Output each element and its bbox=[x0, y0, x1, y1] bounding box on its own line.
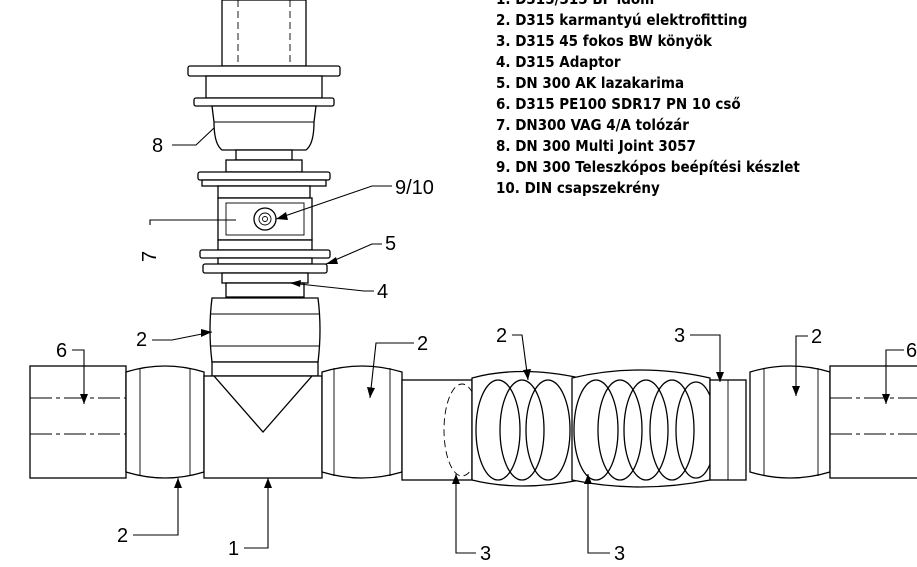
pipe-left bbox=[29, 365, 127, 479]
callout-4: 4 bbox=[377, 281, 388, 303]
loose-flange bbox=[202, 263, 328, 274]
legend-item-2: 2. D315 karmantyú elektrofitting bbox=[496, 11, 747, 29]
top-flange bbox=[187, 65, 341, 77]
leader-lines bbox=[72, 127, 904, 554]
callout-3-bottom-right: 3 bbox=[614, 543, 625, 565]
legend-item-10: 10. DIN csapszekrény bbox=[496, 179, 660, 197]
legend-item-3: 3. D315 45 fokos BW könyök bbox=[496, 32, 713, 50]
callout-6-right: 6 bbox=[906, 340, 917, 362]
tee bbox=[203, 375, 323, 479]
vertical-branch bbox=[187, 0, 341, 377]
telescopic-stem bbox=[221, 0, 307, 67]
bend-section bbox=[471, 369, 717, 488]
callout-labels: 8 9/10 7 5 4 2 6 2 2 1 2 3 2 6 3 3 bbox=[56, 135, 917, 565]
callout-2-vertical-coupler: 2 bbox=[136, 329, 147, 351]
callout-3-top: 3 bbox=[674, 325, 685, 347]
parts-legend: 1. D315/315 BF idom 2. D315 karmantyú el… bbox=[496, 0, 800, 197]
adaptor bbox=[221, 272, 309, 284]
vertical-coupler bbox=[209, 297, 321, 363]
pipe-right bbox=[829, 365, 917, 479]
callout-7: 7 bbox=[139, 251, 161, 262]
callout-2-top-mid: 2 bbox=[417, 333, 428, 355]
elbow-1 bbox=[401, 379, 473, 481]
legend-item-7: 7. DN300 VAG 4/A tolózár bbox=[496, 116, 689, 134]
legend-item-9: 9. DN 300 Teleszkópos beépítési készlet bbox=[496, 158, 800, 176]
callout-3-bottom-left: 3 bbox=[480, 543, 491, 565]
callout-5: 5 bbox=[385, 233, 396, 255]
callout-2-right: 2 bbox=[811, 326, 822, 348]
callout-6-left: 6 bbox=[56, 340, 67, 362]
legend-item-1: 1. D315/315 BF idom bbox=[496, 0, 654, 8]
coupler-left bbox=[125, 365, 205, 479]
legend-item-6: 6. D315 PE100 SDR17 PN 10 cső bbox=[496, 95, 741, 113]
callout-1: 1 bbox=[228, 538, 239, 560]
legend-item-5: 5. DN 300 AK lazakarima bbox=[496, 74, 684, 92]
main-pipeline bbox=[29, 365, 917, 488]
flange-hub bbox=[205, 75, 323, 99]
valve-spindle bbox=[253, 207, 277, 231]
callout-9-10: 9/10 bbox=[395, 177, 434, 199]
callout-8: 8 bbox=[152, 135, 163, 157]
legend-item-8: 8. DN 300 Multi Joint 3057 bbox=[496, 137, 696, 155]
multi-joint bbox=[211, 105, 317, 151]
callout-2-left-bottom: 2 bbox=[117, 525, 128, 547]
callout-2-elbow-top: 2 bbox=[496, 325, 507, 347]
legend-item-4: 4. D315 Adaptor bbox=[496, 53, 621, 71]
